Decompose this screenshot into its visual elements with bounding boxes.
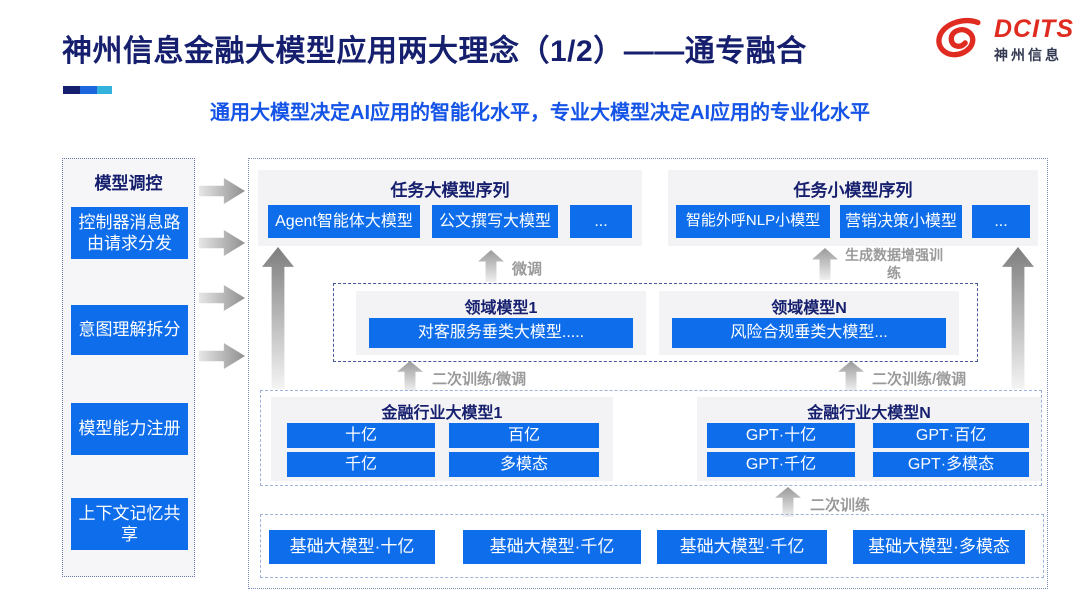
- group-title: 领域模型1: [464, 300, 538, 317]
- architecture-frame: [248, 158, 1048, 589]
- base-models-frame: 基础大模型·十亿 基础大模型·千亿 基础大模型·千亿 基础大模型·多模态: [260, 514, 1044, 578]
- model-box-base-multimodal: 基础大模型·多模态: [853, 530, 1025, 564]
- model-box-gpt-10b: GPT·百亿: [873, 423, 1029, 448]
- group-title: 任务小模型序列: [793, 181, 913, 200]
- label-retrain-finetune-right: 二次训练/微调: [872, 371, 967, 388]
- sidebar-model-control: 模型调控 控制器消息路由请求分发 意图理解拆分 模型能力注册 上下文记忆共享: [62, 158, 195, 577]
- group-task-large-models: 任务大模型序列 Agent智能体大模型 公文撰写大模型 ...: [258, 170, 642, 246]
- model-box-gpt-1b: GPT·十亿: [707, 423, 855, 448]
- right-arrow-icon: [199, 285, 245, 311]
- sidebar-item-intent: 意图理解拆分: [71, 305, 188, 355]
- accent-segment-blue: [80, 86, 97, 94]
- model-box-base-100b: 基础大模型·千亿: [463, 530, 641, 564]
- sidebar-item-registry: 模型能力注册: [71, 403, 188, 455]
- logo-brand: DCITS: [994, 15, 1074, 43]
- model-box-document-writing: 公文撰写大模型: [432, 205, 558, 238]
- sidebar-item-router: 控制器消息路由请求分发: [71, 207, 188, 259]
- right-arrow-icon: [199, 343, 245, 369]
- right-arrow-icon: [199, 178, 245, 204]
- model-box-ellipsis: ...: [972, 205, 1030, 238]
- slide-subtitle: 通用大模型决定AI应用的智能化水平，专业大模型决定AI应用的专业化水平: [210, 102, 870, 124]
- logo-text: DCITS 神州信息: [994, 17, 1074, 65]
- model-box-marketing: 营销决策小模型: [840, 205, 962, 238]
- right-arrow-icon: [199, 230, 245, 256]
- label-data-augmentation: 生成数据增强训练: [845, 247, 943, 281]
- model-box-base-1b: 基础大模型·十亿: [269, 530, 435, 564]
- model-box-agent: Agent智能体大模型: [268, 205, 420, 238]
- group-task-small-models: 任务小模型序列 智能外呼NLP小模型 营销决策小模型 ...: [668, 170, 1038, 246]
- model-box-customer-service: 对客服务垂类大模型.....: [369, 318, 633, 348]
- model-box-nlp-outbound: 智能外呼NLP小模型: [676, 205, 830, 238]
- model-box-ellipsis: ...: [570, 205, 632, 238]
- dcits-logo: DCITS 神州信息: [930, 16, 1074, 66]
- model-box-gpt-multimodal: GPT·多模态: [873, 452, 1029, 477]
- group-industry-model-n: 金融行业大模型N GPT·十亿 GPT·百亿 GPT·千亿 GPT·多模态: [697, 397, 1041, 481]
- page-title: 神州信息金融大模型应用两大理念（1/2）——通专融合: [62, 35, 807, 68]
- sidebar-title: 模型调控: [94, 174, 163, 193]
- domain-models-frame: 领域模型1 对客服务垂类大模型..... 领域模型N 风险合规垂类大模型...: [333, 283, 978, 362]
- group-title: 领域模型N: [771, 300, 847, 317]
- model-box-100b: 千亿: [287, 452, 435, 477]
- group-industry-model-1: 金融行业大模型1 十亿 百亿 千亿 多模态: [271, 397, 613, 481]
- label-finetune: 微调: [512, 261, 543, 278]
- industry-models-frame: 金融行业大模型1 十亿 百亿 千亿 多模态 金融行业大模型N GPT·十亿 GP…: [260, 390, 1042, 486]
- group-domain-model-1: 领域模型1 对客服务垂类大模型.....: [356, 291, 646, 355]
- dcits-swirl-icon: [936, 17, 981, 58]
- group-title: 任务大模型序列: [390, 181, 510, 200]
- label-retrain: 二次训练: [810, 497, 871, 514]
- sidebar-item-context: 上下文记忆共享: [71, 498, 188, 550]
- model-box-10b: 百亿: [449, 423, 599, 448]
- model-box-risk-compliance: 风险合规垂类大模型...: [672, 318, 946, 348]
- model-box-base-100b-2: 基础大模型·千亿: [657, 530, 827, 564]
- accent-segment-cyan: [97, 86, 112, 94]
- group-title: 金融行业大模型N: [807, 405, 931, 422]
- logo-brand-cn: 神州信息: [994, 47, 1062, 63]
- group-domain-model-n: 领域模型N 风险合规垂类大模型...: [659, 291, 959, 355]
- model-box-gpt-100b: GPT·千亿: [707, 452, 855, 477]
- group-title: 金融行业大模型1: [381, 405, 503, 422]
- title-accent-bar: [63, 86, 112, 94]
- label-retrain-finetune-left: 二次训练/微调: [432, 371, 527, 388]
- accent-segment-navy: [63, 86, 80, 94]
- model-box-1b: 十亿: [287, 423, 435, 448]
- model-box-multimodal: 多模态: [449, 452, 599, 477]
